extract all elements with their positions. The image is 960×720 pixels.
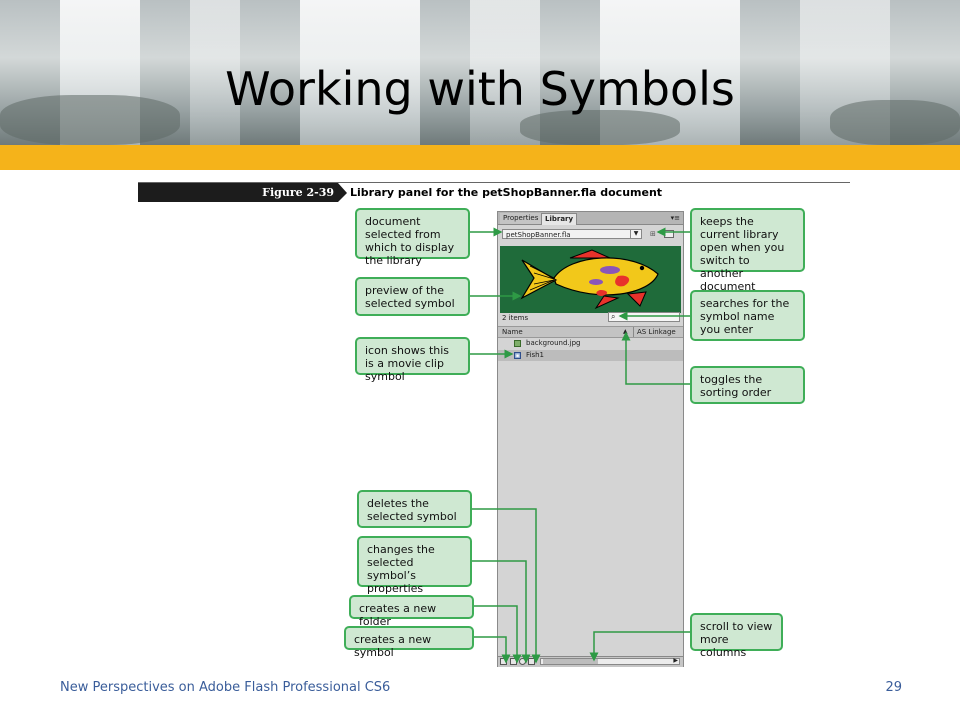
list-item-label: background.jpg xyxy=(526,339,581,347)
callout-scroll: scroll to view more columns xyxy=(690,613,783,659)
figure-arrow-shape xyxy=(338,183,347,202)
column-header-name[interactable]: Name xyxy=(502,328,523,336)
list-header: Name ▲ AS Linkage xyxy=(498,326,683,338)
fish-icon xyxy=(520,249,659,310)
movie-clip-icon: ▣ xyxy=(514,352,521,359)
scroll-right-icon[interactable]: ▶ xyxy=(673,657,678,664)
callout-new-folder: creates a new folder xyxy=(349,595,474,628)
rock-shape xyxy=(520,110,680,145)
search-input[interactable]: ⌕ xyxy=(608,312,680,322)
panel-menu-icon[interactable]: ▾≡ xyxy=(670,214,680,222)
list-item[interactable]: ▣ Fish1 xyxy=(498,350,683,361)
panel-tab-strip: Properties Library ▾≡ xyxy=(498,212,683,225)
document-select[interactable]: petShopBanner.fla ▼ xyxy=(502,229,642,239)
column-header-linkage[interactable]: AS Linkage xyxy=(633,327,676,337)
scrollbar-thumb[interactable] xyxy=(543,659,598,664)
slide-footer: New Perspectives on Adobe Flash Professi… xyxy=(60,680,391,695)
list-item-label: Fish1 xyxy=(526,351,544,359)
tab-properties[interactable]: Properties xyxy=(500,213,542,224)
callout-keeps-library-open: keeps the current library open when you … xyxy=(690,208,805,293)
item-count: 2 items xyxy=(502,314,529,322)
accent-bar xyxy=(0,145,960,170)
new-library-panel-button[interactable] xyxy=(664,230,674,238)
new-folder-button[interactable] xyxy=(510,658,517,665)
figure-number: Figure 2-39 xyxy=(138,183,338,202)
callout-preview: preview of the selected symbol xyxy=(355,277,470,316)
callout-search: searches for the symbol name you enter xyxy=(690,290,805,341)
library-panel: Properties Library ▾≡ petShopBanner.fla … xyxy=(497,211,684,667)
panel-bottom-toolbar: ▶ xyxy=(498,656,683,667)
callout-delete: deletes the selected symbol xyxy=(357,490,472,528)
callout-new-symbol: creates a new symbol xyxy=(344,626,474,659)
items-row: 2 items ⌕ xyxy=(498,312,683,326)
rock-shape xyxy=(0,95,180,145)
waterfall-shape xyxy=(300,0,420,145)
slide-title: Working with Symbols xyxy=(225,62,735,116)
new-symbol-button[interactable] xyxy=(500,658,507,665)
search-icon: ⌕ xyxy=(611,312,616,321)
symbol-preview xyxy=(500,246,681,313)
figure-caption: Library panel for the petShopBanner.fla … xyxy=(350,186,663,199)
chevron-down-icon: ▼ xyxy=(630,230,641,238)
callout-movie-clip-icon: icon shows this is a movie clip symbol xyxy=(355,337,470,383)
callout-toggle-sort: toggles the sorting order xyxy=(690,366,805,404)
delete-button[interactable] xyxy=(528,658,535,665)
horizontal-scrollbar[interactable]: ▶ xyxy=(540,657,680,665)
list-item[interactable]: background.jpg xyxy=(498,338,683,349)
sort-toggle-icon[interactable]: ▲ xyxy=(623,328,628,335)
waterfall-shape xyxy=(190,0,240,145)
page-number: 29 xyxy=(885,680,902,695)
figure-caption-bar: Figure 2-39 Library panel for the petSho… xyxy=(138,182,850,202)
tab-library[interactable]: Library xyxy=(541,213,578,225)
callout-document-selected: document selected from which to display … xyxy=(355,208,470,267)
pin-library-icon[interactable]: ⊞ xyxy=(650,230,656,238)
header-background-image xyxy=(0,0,960,145)
bitmap-icon xyxy=(514,340,521,347)
document-select-value: petShopBanner.fla xyxy=(506,231,571,239)
properties-button[interactable] xyxy=(519,658,526,665)
rock-shape xyxy=(830,100,960,145)
callout-change-properties: changes the selected symbol’s properties xyxy=(357,536,472,595)
